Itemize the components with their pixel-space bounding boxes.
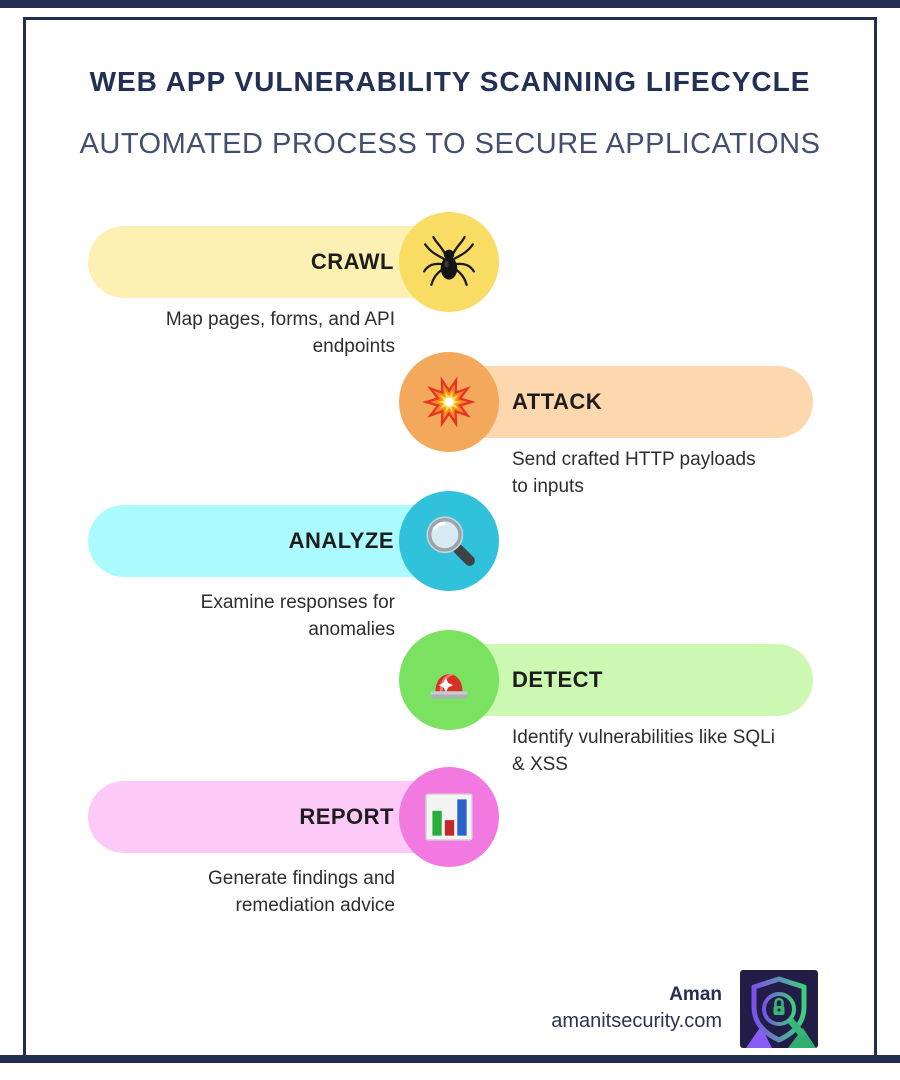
author-name: Aman xyxy=(669,984,722,1005)
stage-pill xyxy=(88,226,460,298)
stage-pill xyxy=(88,781,460,853)
footer-credit: Aman amanitsecurity.com xyxy=(551,982,722,1035)
bar-chart-icon xyxy=(399,767,499,867)
stage-description: Send crafted HTTP payloads to inputs xyxy=(512,449,756,497)
stage-label: ATTACK xyxy=(512,389,603,414)
stage-label: ANALYZE xyxy=(288,528,394,553)
stage-label: DETECT xyxy=(512,667,603,692)
explosion-icon xyxy=(399,352,499,452)
stage-label: REPORT xyxy=(299,804,394,829)
stage-pill xyxy=(440,644,813,716)
stage-description: Identify vulnerabilities like SQLi & XSS xyxy=(512,727,775,775)
bottom-accent-bar xyxy=(0,1055,900,1063)
stage-crawl: CRAWL Map pages, forms, and API endpoin xyxy=(0,212,900,402)
stage-report: REPORT Generate findings and remediation… xyxy=(0,767,900,957)
stage-analyze: ANALYZE Examine responses for anomalies xyxy=(0,491,900,681)
stage-attack: ATTACK Send crafted HTTP payloads to inp… xyxy=(0,352,900,542)
stage-pill xyxy=(440,366,813,438)
page-subtitle: AUTOMATED PROCESS TO SECURE APPLICATIONS xyxy=(79,128,821,160)
stage-detect: DETECT Identify vulnerabilities like SQL… xyxy=(0,630,900,820)
top-accent-bar xyxy=(0,0,900,8)
website-text: amanitsecurity.com xyxy=(551,1010,722,1032)
stage-pill xyxy=(88,505,460,577)
spider-icon xyxy=(399,212,499,312)
stage-description: Generate findings and remediation advice xyxy=(208,868,395,916)
siren-icon xyxy=(399,630,499,730)
stage-description: Map pages, forms, and API endpoints xyxy=(165,309,395,357)
page-title: WEB APP VULNERABILITY SCANNING LIFECYCLE xyxy=(89,66,811,97)
stage-label: CRAWL xyxy=(310,249,394,274)
stage-description: Examine responses for anomalies xyxy=(200,592,395,640)
magnifying-glass-icon xyxy=(399,491,499,591)
brand-logo-shield-magnifier-icon xyxy=(740,970,818,1048)
